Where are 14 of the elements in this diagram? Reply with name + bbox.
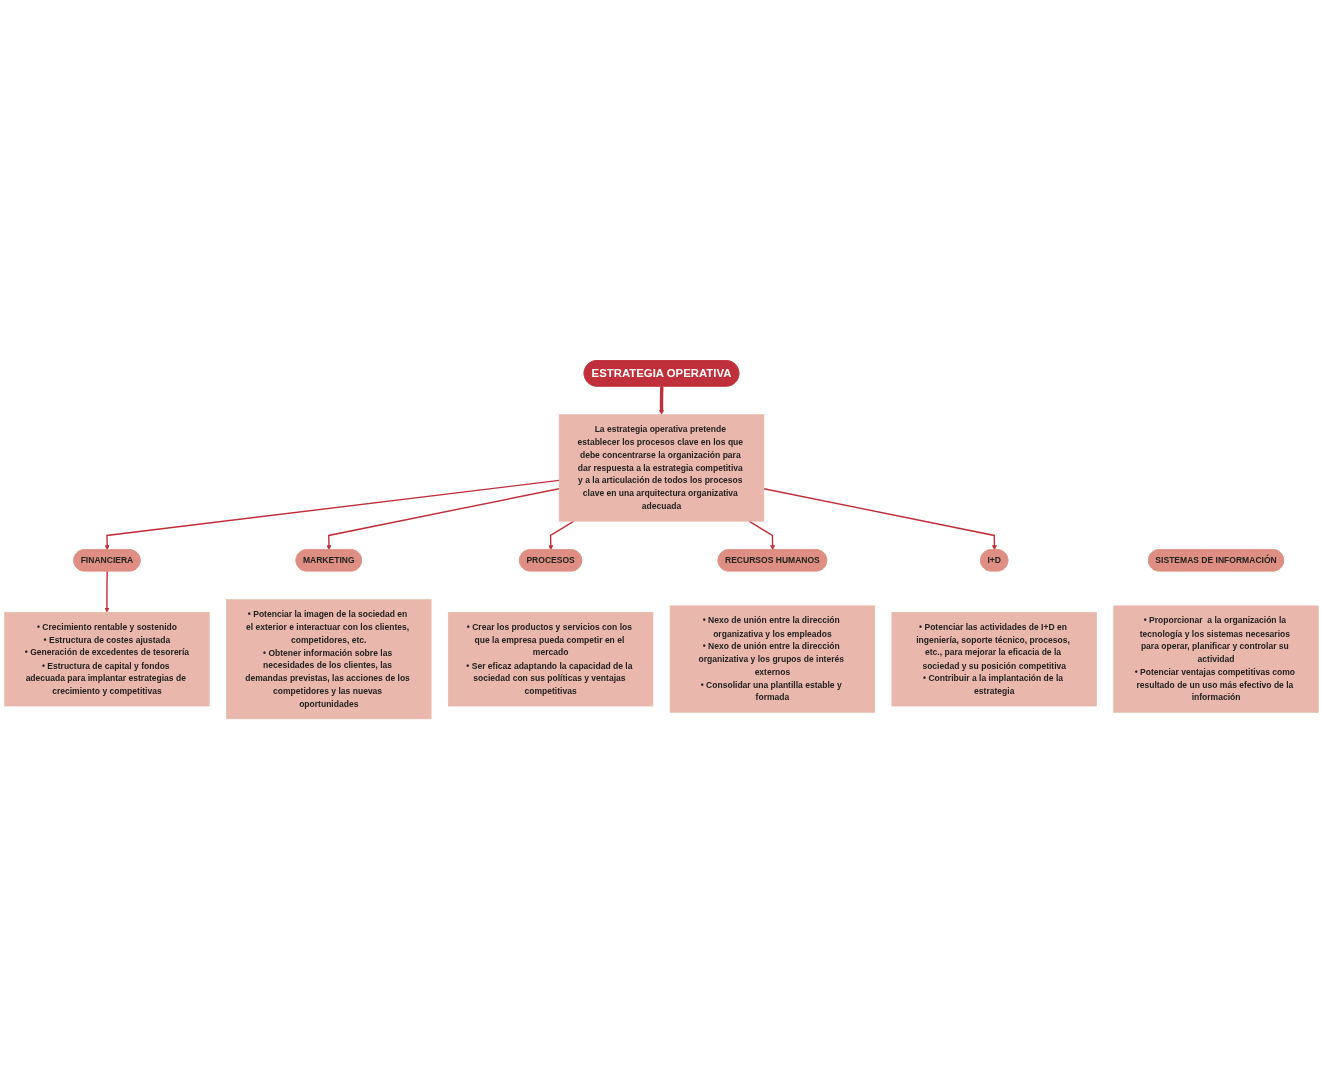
- node-box: • Crecimiento rentable y sostenido • Estructura de costes ajustada • Generación de excedentes de tesorería • Estructura de capital y fondos adecuada para implantar estrategias de crecimiento y competitivas: [4, 612, 210, 707]
- node-box: La estrategia operativa pretende establecer los procesos clave en los que debe concentrarse la organización para dar respuesta a la estrategia competitiva y a la articulación de todos los procesos clave en una arquitectura organizativa adecuada: [558, 414, 765, 522]
- node-box: • Potenciar la imagen de la sociedad en el exterior e interactuar con los clientes, competidores, etc. • Obtener información sobre las necesidades de los clientes, las demandas previstas, las acciones de los competidores y las nuevas oportunidades: [226, 599, 432, 720]
- arrow: [104, 570, 110, 613]
- arrow: [326, 488, 560, 551]
- node-box: • Nexo de unión entre la dirección organizativa y los empleados • Nexo de unión entre la dirección organizativa y los grupos de interés externos • Consolidar una plantilla estable y formada: [669, 605, 876, 714]
- node-box: • Potenciar las actividades de I+D en ingeniería, soporte técnico, procesos, etc., para mejorar la eficacia de la sociedad y su posición competitiva • Contribuir a la implantación de la estrategia: [891, 612, 1097, 707]
- arrow: [104, 479, 560, 551]
- arrow: [763, 488, 997, 551]
- node-box: • Crear los productos y servicios con los que la empresa pueda competir en el mercado • Ser eficaz adaptando la capacidad de la sociedad con sus políticas y ventajas competitivas: [447, 612, 654, 707]
- arrow: [748, 520, 776, 551]
- arrow: [548, 520, 575, 551]
- node-box: • Proporcionar a la organización la tecnología y los sistemas necesarios para operar, planificar y controlar su actividad • Potenciar ventajas competitivas como resultado de un uso más efectivo de la información: [1113, 605, 1319, 714]
- arrow: [659, 386, 664, 416]
